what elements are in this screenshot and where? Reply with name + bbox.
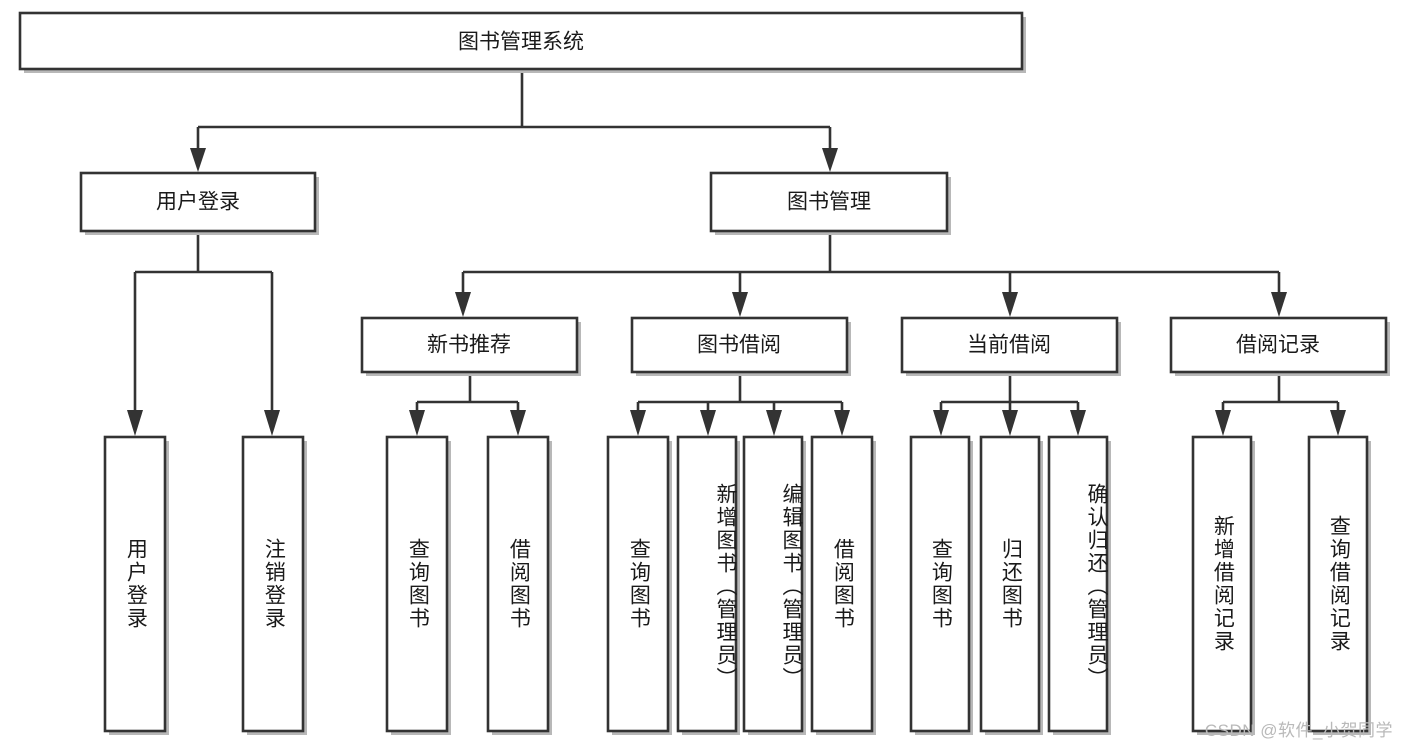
leaf-user-login-2[interactable] [241, 435, 307, 735]
node-book-borrow-label: 图书借阅 [697, 334, 781, 357]
node-current-borrow-label: 当前借阅 [967, 334, 1051, 357]
connector-group-borrow-record [1215, 374, 1346, 436]
connector-group-book-mgmt [455, 232, 1287, 317]
arrow-head-user-login [190, 148, 206, 172]
arrow-head-leaf-user-login-1 [127, 410, 143, 436]
arrow-head-leaf-book-borrow-1 [630, 410, 646, 436]
leaf-current-borrow-1[interactable] [909, 435, 973, 735]
leaf-new-book-1[interactable] [385, 435, 451, 735]
arrow-head-current-borrow [1002, 292, 1018, 317]
node-book-borrow[interactable]: 图书借阅 [630, 316, 851, 376]
leaf-borrow-record-2-box[interactable] [1307, 435, 1369, 733]
arrow-head-leaf-new-book-2 [510, 410, 526, 436]
arrow-head-leaf-book-borrow-3 [766, 410, 782, 436]
leaf-book-borrow-4-box[interactable] [810, 435, 874, 733]
leaf-book-borrow-3-box[interactable] [742, 435, 804, 733]
leaf-borrow-record-1[interactable] [1191, 435, 1255, 735]
node-root[interactable]: 图书管理系统 [18, 11, 1026, 73]
connector-group-root [190, 72, 838, 172]
node-root-box[interactable] [18, 11, 1024, 71]
leaf-borrow-record-1-box[interactable] [1191, 435, 1253, 733]
arrow-head-leaf-user-login-2 [264, 410, 280, 436]
node-book-management[interactable]: 图书管理 [709, 171, 951, 235]
node-borrow-record[interactable]: 借阅记录 [1169, 316, 1390, 376]
leaf-user-login-1-box[interactable] [103, 435, 167, 733]
connector-group-book-borrow [630, 374, 850, 436]
node-user-login-label: 用户登录 [156, 191, 240, 214]
arrow-head-leaf-current-borrow-3 [1070, 410, 1086, 436]
arrow-head-leaf-book-borrow-2 [700, 410, 716, 436]
leaf-user-login-2-box[interactable] [241, 435, 305, 733]
leaf-book-borrow-2[interactable] [676, 435, 740, 735]
arrow-head-new-book [455, 292, 471, 317]
csdn-watermark: CSDN @软件_小贺同学 [1204, 721, 1393, 740]
leaf-book-borrow-3[interactable] [742, 435, 806, 735]
leaf-book-borrow-1-box[interactable] [606, 435, 670, 733]
node-book-management-label: 图书管理 [787, 191, 871, 214]
leaf-book-borrow-4[interactable] [810, 435, 876, 735]
node-new-book-recommend-box[interactable] [360, 316, 579, 374]
arrow-head-leaf-borrow-record-2 [1330, 410, 1346, 436]
leaf-current-borrow-2-box[interactable] [979, 435, 1041, 733]
node-current-borrow[interactable]: 当前借阅 [900, 316, 1121, 376]
connector-group-current-borrow [933, 374, 1086, 436]
leaf-new-book-1-box[interactable] [385, 435, 449, 733]
node-book-management-box[interactable] [709, 171, 949, 233]
arrow-head-leaf-new-book-1 [409, 410, 425, 436]
node-borrow-record-label: 借阅记录 [1236, 334, 1320, 357]
leaf-current-borrow-1-box[interactable] [909, 435, 971, 733]
leaf-current-borrow-3-box[interactable] [1047, 435, 1109, 733]
leaf-book-borrow-2-box[interactable] [676, 435, 738, 733]
node-current-borrow-box[interactable] [900, 316, 1119, 374]
node-user-login-box[interactable] [79, 171, 317, 233]
arrow-head-leaf-borrow-record-1 [1215, 410, 1231, 436]
node-user-login[interactable]: 用户登录 [79, 171, 319, 235]
node-new-book-recommend-label: 新书推荐 [427, 334, 511, 357]
leaf-current-borrow-3[interactable] [1047, 435, 1111, 735]
arrow-head-borrow-record [1271, 292, 1287, 317]
arrow-head-book-mgmt [822, 148, 838, 172]
connector-group-user-login [127, 232, 280, 436]
arrow-head-book-borrow [732, 292, 748, 317]
arrow-head-leaf-book-borrow-4 [834, 410, 850, 436]
leaf-new-book-2[interactable] [486, 435, 552, 735]
connector-group-new-book [409, 374, 526, 436]
leaf-user-login-1[interactable] [103, 435, 169, 735]
leaf-book-borrow-1[interactable] [606, 435, 672, 735]
leaf-new-book-2-box[interactable] [486, 435, 550, 733]
node-root-label: 图书管理系统 [458, 31, 584, 54]
node-book-borrow-box[interactable] [630, 316, 849, 374]
arrow-head-leaf-current-borrow-2 [1002, 410, 1018, 436]
leaf-borrow-record-2[interactable] [1307, 435, 1371, 735]
node-new-book-recommend[interactable]: 新书推荐 [360, 316, 581, 376]
node-borrow-record-box[interactable] [1169, 316, 1388, 374]
leaf-current-borrow-2[interactable] [979, 435, 1043, 735]
arrow-head-leaf-current-borrow-1 [933, 410, 949, 436]
